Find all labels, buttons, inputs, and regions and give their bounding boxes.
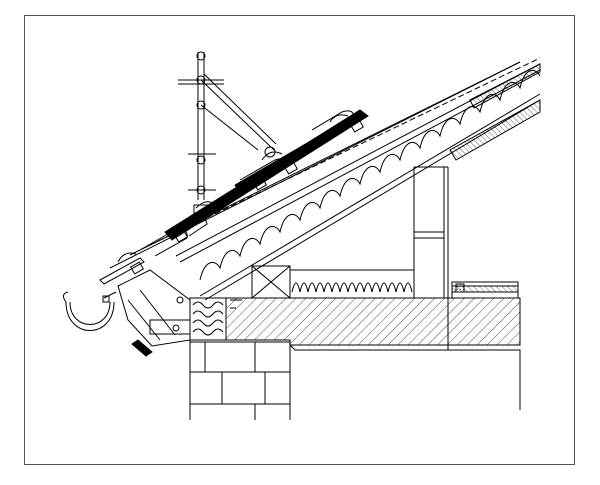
roof-build-up: [109, 57, 541, 301]
roof-hook-bracket: [178, 51, 277, 214]
eave-fascia: [117, 269, 191, 357]
sheet-border: [24, 15, 575, 465]
wall-plate: [251, 265, 291, 299]
floor-insulation: [289, 269, 415, 299]
batten-fixings: [129, 119, 365, 275]
masonry-wall: [189, 340, 521, 420]
eave-insulation-block: [189, 297, 227, 341]
rafter-insulation: [199, 69, 541, 281]
concrete-slab: [225, 297, 521, 346]
roof-tiles: [99, 109, 369, 285]
rain-gutter: [62, 291, 117, 331]
